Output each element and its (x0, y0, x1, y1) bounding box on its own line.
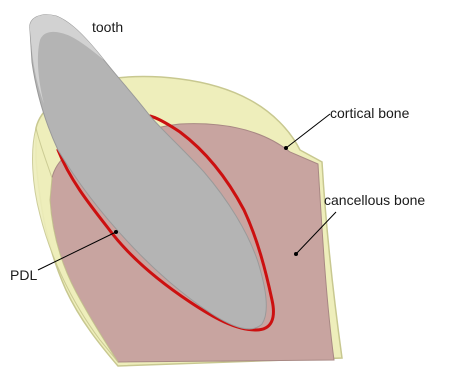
label-pdl: PDL (10, 268, 37, 282)
label-cortical-bone: cortical bone (330, 106, 409, 120)
label-cancellous-bone: cancellous bone (324, 193, 425, 207)
leader-line-cortical (286, 114, 330, 148)
leader-dot-cortical (284, 146, 288, 150)
leader-dot-cancellous (294, 252, 298, 256)
leader-dot-pdl (114, 230, 118, 234)
label-tooth: tooth (92, 20, 123, 34)
